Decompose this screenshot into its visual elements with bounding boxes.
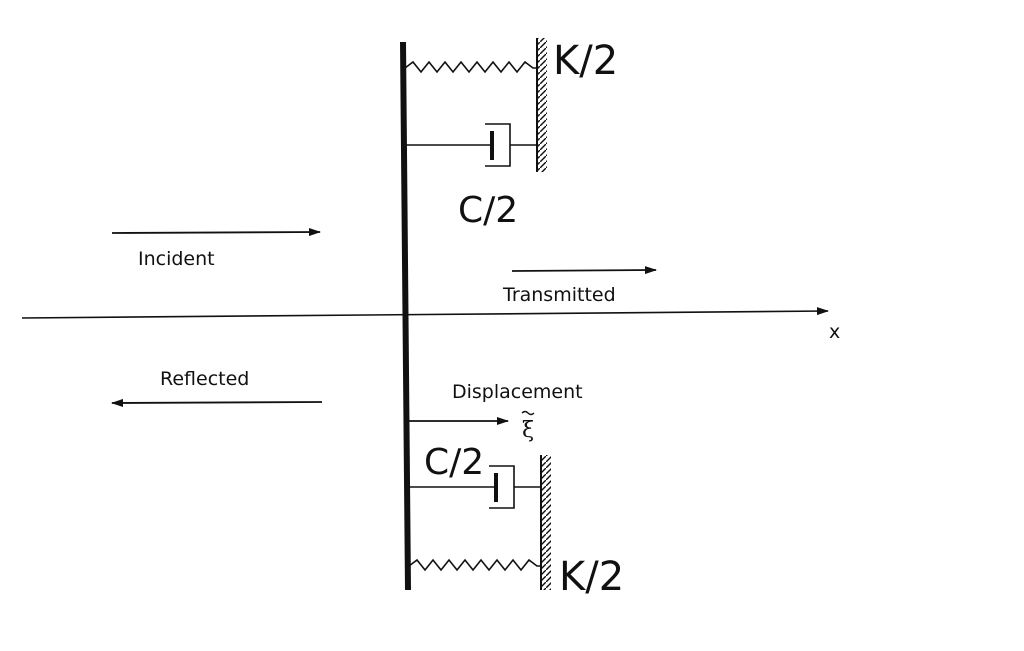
top-support [536,38,547,172]
reflected-arrow [111,398,323,407]
xi-symbol: ξ [521,410,535,443]
spring-bottom [408,558,541,572]
reflected-label: Reflected [160,368,249,390]
spring-bottom-label: K/2 [559,554,624,600]
damper-bottom [409,465,541,509]
bottom-support [540,455,551,590]
x-axis-label: x [829,321,840,343]
incident-label: Incident [138,248,215,270]
svg-text:ξ: ξ [522,418,534,443]
spring-top [404,60,537,74]
x-axis-line [21,307,829,319]
damper-top [405,123,537,167]
incident-arrow [111,228,321,237]
transmitted-label: Transmitted [502,284,616,306]
wall-plate [400,41,411,591]
damper-bottom-label: C/2 [424,442,484,483]
transmitted-arrow [511,266,657,275]
displacement-label: Displacement [452,381,583,403]
damper-top-label: C/2 [458,190,518,231]
spring-top-label: K/2 [553,38,618,84]
